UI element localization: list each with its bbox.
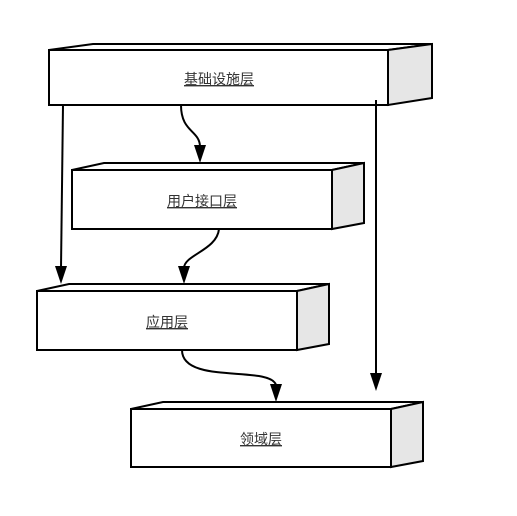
arrow-infrastructure-to-application-head: [55, 266, 67, 284]
arrow-infrastructure-to-user-interface-head: [194, 145, 206, 163]
arrow-infrastructure-to-user-interface: [180, 104, 206, 163]
layer-user-interface-side: [331, 161, 365, 231]
layer-infrastructure[interactable]: 基础设施层: [48, 42, 433, 107]
layer-user-interface-top: [71, 162, 365, 171]
layer-application[interactable]: 应用层: [36, 282, 330, 352]
layer-infrastructure-side: [387, 42, 433, 107]
arrow-infrastructure-to-user-interface-line: [180, 104, 201, 147]
layer-domain[interactable]: 领域层: [130, 400, 424, 469]
arrow-user-interface-to-application-line: [183, 228, 220, 269]
arrow-user-interface-to-application: [178, 228, 220, 284]
layer-application-side: [296, 282, 330, 352]
layer-user-interface-front: [71, 169, 333, 230]
arrow-infrastructure-to-application: [55, 104, 67, 284]
layer-user-interface-label: 用户接口层: [167, 193, 237, 210]
layer-user-interface[interactable]: 用户接口层: [71, 161, 365, 231]
arrow-infrastructure-to-domain-head: [370, 373, 382, 391]
layer-domain-label: 领域层: [240, 432, 282, 448]
arrow-application-to-domain: [181, 349, 282, 402]
layer-domain-top: [130, 401, 424, 410]
arrow-application-to-domain-head: [270, 384, 282, 402]
layer-infrastructure-label: 基础设施层: [184, 71, 254, 88]
layer-application-top: [36, 283, 330, 292]
arrow-infrastructure-to-domain: [370, 100, 382, 391]
layer-application-label: 应用层: [146, 314, 188, 331]
arrow-infrastructure-to-application-line: [60, 104, 64, 269]
arrow-application-to-domain-line: [181, 349, 277, 386]
layer-application-front: [36, 290, 298, 351]
layer-domain-front: [130, 408, 392, 468]
arrow-user-interface-to-application-head: [178, 266, 190, 284]
layer-infrastructure-front: [48, 49, 389, 106]
layer-domain-side: [390, 400, 424, 469]
